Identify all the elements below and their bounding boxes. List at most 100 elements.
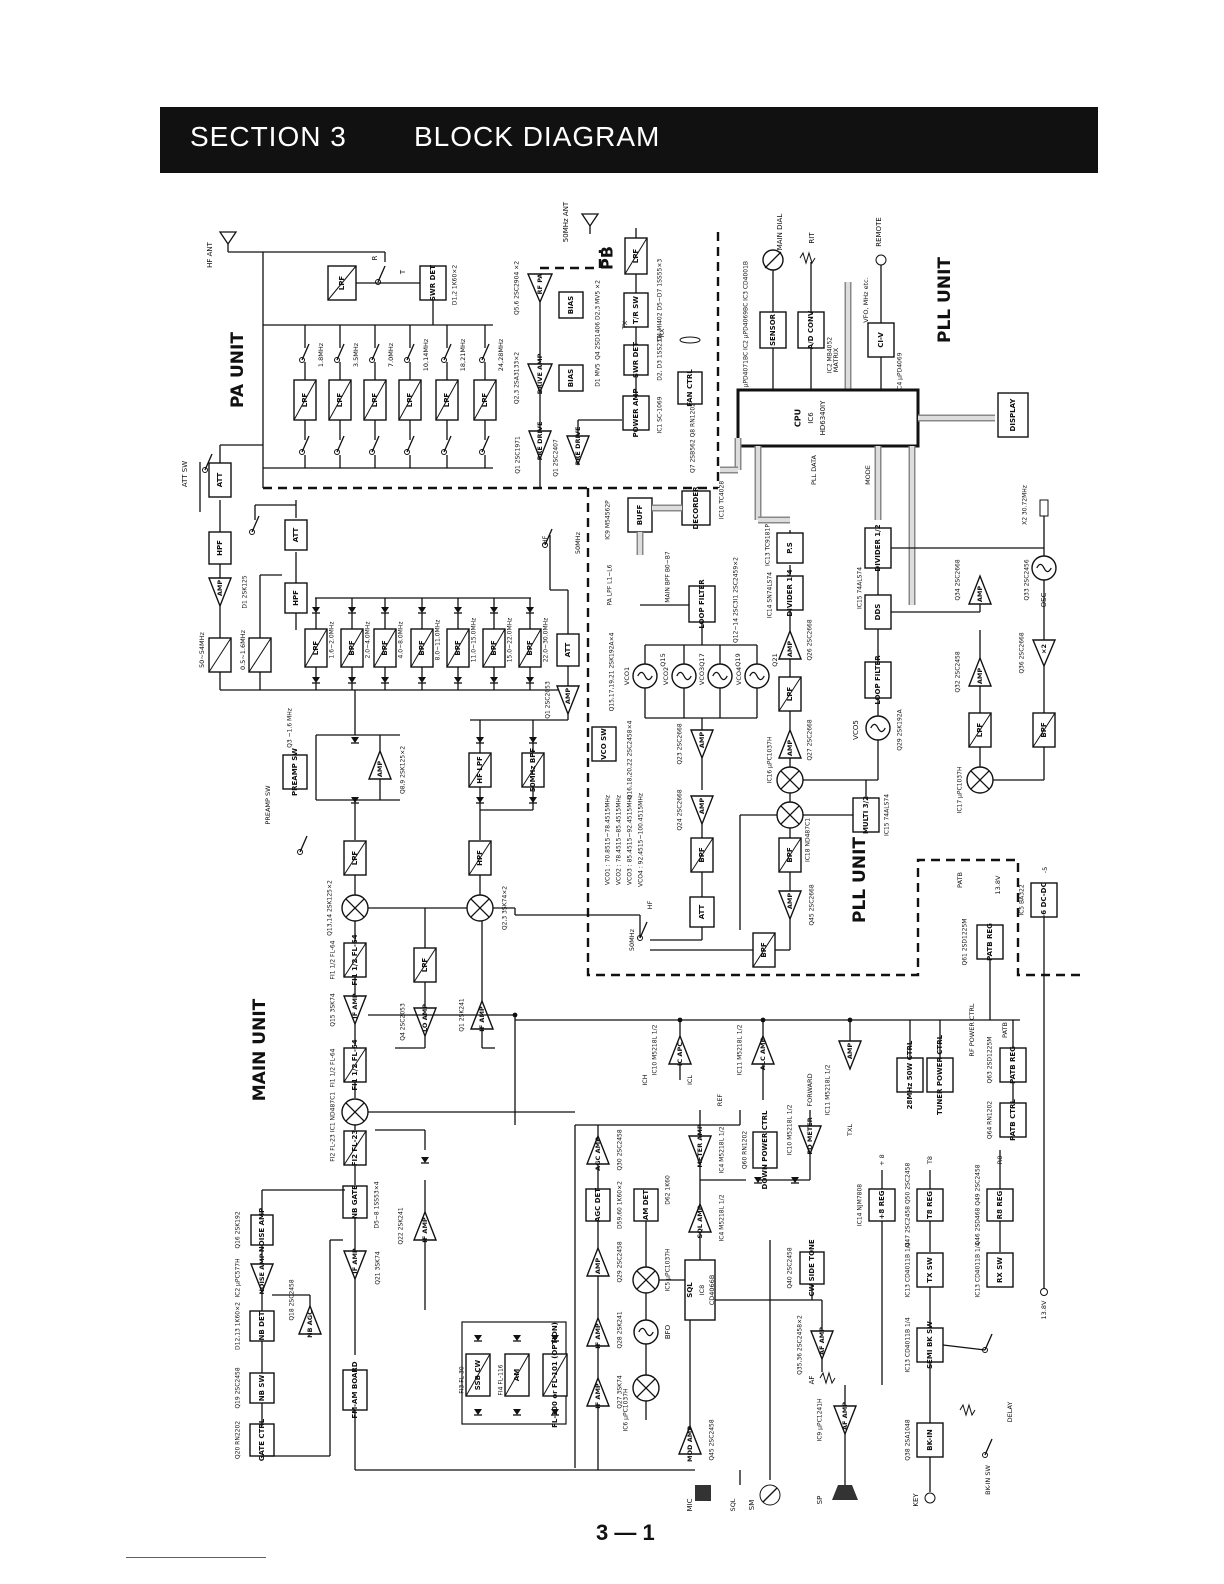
cw-side-tone-part: Q40 2SC2458 bbox=[787, 1247, 794, 1289]
section-header: SECTION 3 BLOCK DIAGRAM bbox=[160, 107, 1098, 173]
lpf-q4: LPF bbox=[413, 947, 437, 983]
pa-swr-det: SWR DET bbox=[419, 265, 447, 301]
hf-50-switch-blade bbox=[544, 528, 553, 546]
bpf-3-slash bbox=[752, 932, 776, 968]
matrix-label: MATRIX bbox=[832, 347, 840, 372]
patb-reg-q63-part: Q63 2SD1225M bbox=[987, 1037, 994, 1084]
osc-part: Q33 2SC2456 bbox=[1024, 559, 1031, 601]
display-block: DISPLAY bbox=[997, 392, 1029, 438]
af-amp-2-label: AF AMP bbox=[841, 1402, 849, 1430]
cpu-ic-label: IC6 bbox=[807, 412, 815, 424]
gate-ctrl-label: GATE CTRL bbox=[258, 1418, 266, 1461]
bias-1-part: Q4 2SD1406 D2,3 MV5 ×2 bbox=[595, 280, 602, 360]
meter-diode-1 bbox=[754, 1177, 762, 1183]
band-switch-4-blade bbox=[443, 343, 452, 361]
vco-2 bbox=[671, 663, 697, 689]
t8-reg-outline bbox=[916, 1188, 944, 1222]
rx-bpf-4-slash bbox=[446, 628, 470, 668]
bpf-3: BPF bbox=[752, 932, 776, 968]
rx-bpf-band-4: 11.0~15.0MHz bbox=[471, 618, 478, 663]
rx-att-switch-blade bbox=[251, 515, 260, 533]
v138-label-bottom: 13.8V bbox=[1040, 1300, 1048, 1319]
agc-amp-part: Q30 2SC2458 bbox=[617, 1129, 624, 1171]
if-filter-1-slash bbox=[504, 1353, 530, 1397]
power-amp: POWER AMP bbox=[622, 389, 650, 438]
s-meter-label: SM bbox=[748, 1500, 756, 1510]
if-amp-q1: IF AMP bbox=[469, 999, 495, 1032]
relay-t-label: T bbox=[399, 269, 407, 275]
if-filter-diode-bottom-2 bbox=[551, 1409, 559, 1415]
rx-bpf-diode-top-1 bbox=[348, 607, 356, 613]
pb-unit-label: PB bbox=[598, 246, 617, 270]
if-filter-part-0: FI3 FL-30 bbox=[459, 1366, 466, 1394]
agc-det: AGC DET bbox=[585, 1188, 611, 1222]
nb-agc-part: Q18 2SC2458 bbox=[289, 1279, 296, 1321]
if-amp-q27-label: IF AMP bbox=[594, 1383, 602, 1409]
bpf-q36-slash bbox=[1032, 712, 1056, 748]
agc-det-label: AGC DET bbox=[594, 1188, 602, 1222]
pa-band-lpf-0: LPF bbox=[293, 379, 317, 421]
pb-swr-det-label: SWR DET bbox=[632, 342, 640, 378]
t8-reg-label: T8 REG bbox=[926, 1191, 934, 1219]
amp-q29-label: AMP bbox=[594, 1258, 602, 1274]
sql-switch-ic8 bbox=[684, 1259, 716, 1321]
meter-amp-label: METER AMP bbox=[696, 1124, 704, 1168]
agc-amp-label: AGC AMP bbox=[594, 1137, 602, 1171]
pa-output-lpf-slash bbox=[327, 265, 357, 301]
power-amp-label: POWER AMP bbox=[632, 389, 640, 438]
preamp-sw-label: PREAMP SW bbox=[264, 785, 272, 825]
if-filter-part-1: FI4 FL-116 bbox=[498, 1364, 505, 1395]
signal-line bbox=[942, 1344, 986, 1351]
decorder-block-outline bbox=[681, 490, 711, 526]
buff-part: IC9 M54562P bbox=[605, 500, 612, 540]
divider-half-block-outline bbox=[864, 527, 892, 569]
pll-data-label: PLL DATA bbox=[810, 454, 818, 485]
amp-q34-part: Q34 2SC2668 bbox=[955, 559, 962, 601]
amp-q27-label: AMP bbox=[786, 740, 794, 756]
mic-label: MIC bbox=[686, 1498, 694, 1511]
semi-bk-switch-blade bbox=[984, 1333, 993, 1351]
rx-bpf-diode-bottom-2 bbox=[381, 677, 389, 683]
dds-block: DDS bbox=[864, 594, 892, 630]
bfo-label: BFO bbox=[664, 1324, 672, 1339]
fi1b-filter-slash bbox=[343, 1047, 367, 1083]
bias-2-outline bbox=[558, 364, 584, 392]
loop-filter-2: LOOP FILTER bbox=[864, 655, 892, 705]
r8-reg-part: Q46 2SD468 Q49 2SC2458 bbox=[975, 1164, 982, 1245]
preamp-amp-part: Q8,9 2SK125×2 bbox=[400, 746, 407, 794]
bk-in-sw-label: BK-IN SW bbox=[984, 1465, 992, 1495]
rx-lpf-05 bbox=[248, 637, 272, 673]
pa-att-label: ATT bbox=[216, 472, 224, 487]
band-switch-lower-5-blade bbox=[481, 435, 490, 453]
crystal-label: X2 30.72MHz bbox=[1022, 485, 1029, 525]
pa-band-lpf-5: LPF bbox=[473, 379, 497, 421]
ci-v-part: IC4 μPD4069 bbox=[897, 352, 904, 391]
lo-band-switch-blade bbox=[639, 921, 648, 939]
mixer-ic6 bbox=[632, 1374, 660, 1402]
bias-1-label: BIAS bbox=[567, 296, 575, 314]
down-power-ctrl-label: DOWN POWER CTRL bbox=[761, 1110, 769, 1189]
rx-bpf-diode-bottom-4 bbox=[454, 677, 462, 683]
nb-det-part: D12,13 1K60×2 bbox=[235, 1302, 242, 1350]
pll-att-label: ATT bbox=[698, 904, 706, 919]
multi-block: MULTI 3/2 bbox=[852, 796, 880, 834]
rx-amp-q1-part: D1 2SK125 bbox=[242, 575, 249, 609]
rx-bpf-diode-top-6 bbox=[526, 607, 534, 613]
rx-lpf-50-slash bbox=[208, 637, 232, 673]
if-amp-q15: IF AMP bbox=[342, 993, 368, 1026]
relay-r-label: R bbox=[371, 255, 379, 260]
nb-gate: NB GATE bbox=[342, 1185, 368, 1219]
rx-sw-label: RX SW bbox=[996, 1257, 1004, 1283]
rx-hpf-2: HPF bbox=[284, 582, 308, 614]
nb-det: NB DET bbox=[249, 1310, 275, 1342]
po-meter-label: PO METER bbox=[806, 1117, 814, 1154]
amp-q27-part: Q27 2SC2668 bbox=[807, 719, 814, 761]
speaker-icon bbox=[832, 1485, 858, 1500]
gate-ctrl: GATE CTRL bbox=[249, 1418, 275, 1461]
mixer-ic18-part: IC18 ND487C1 bbox=[805, 818, 812, 862]
rx-bpf-diode-top-5 bbox=[490, 607, 498, 613]
amp-q45: AMP bbox=[777, 890, 803, 921]
tx-sw: TX SW bbox=[916, 1252, 944, 1288]
pre-drive-2-label: PRE DRIVE bbox=[574, 427, 582, 466]
mixer-ic5 bbox=[632, 1266, 660, 1294]
